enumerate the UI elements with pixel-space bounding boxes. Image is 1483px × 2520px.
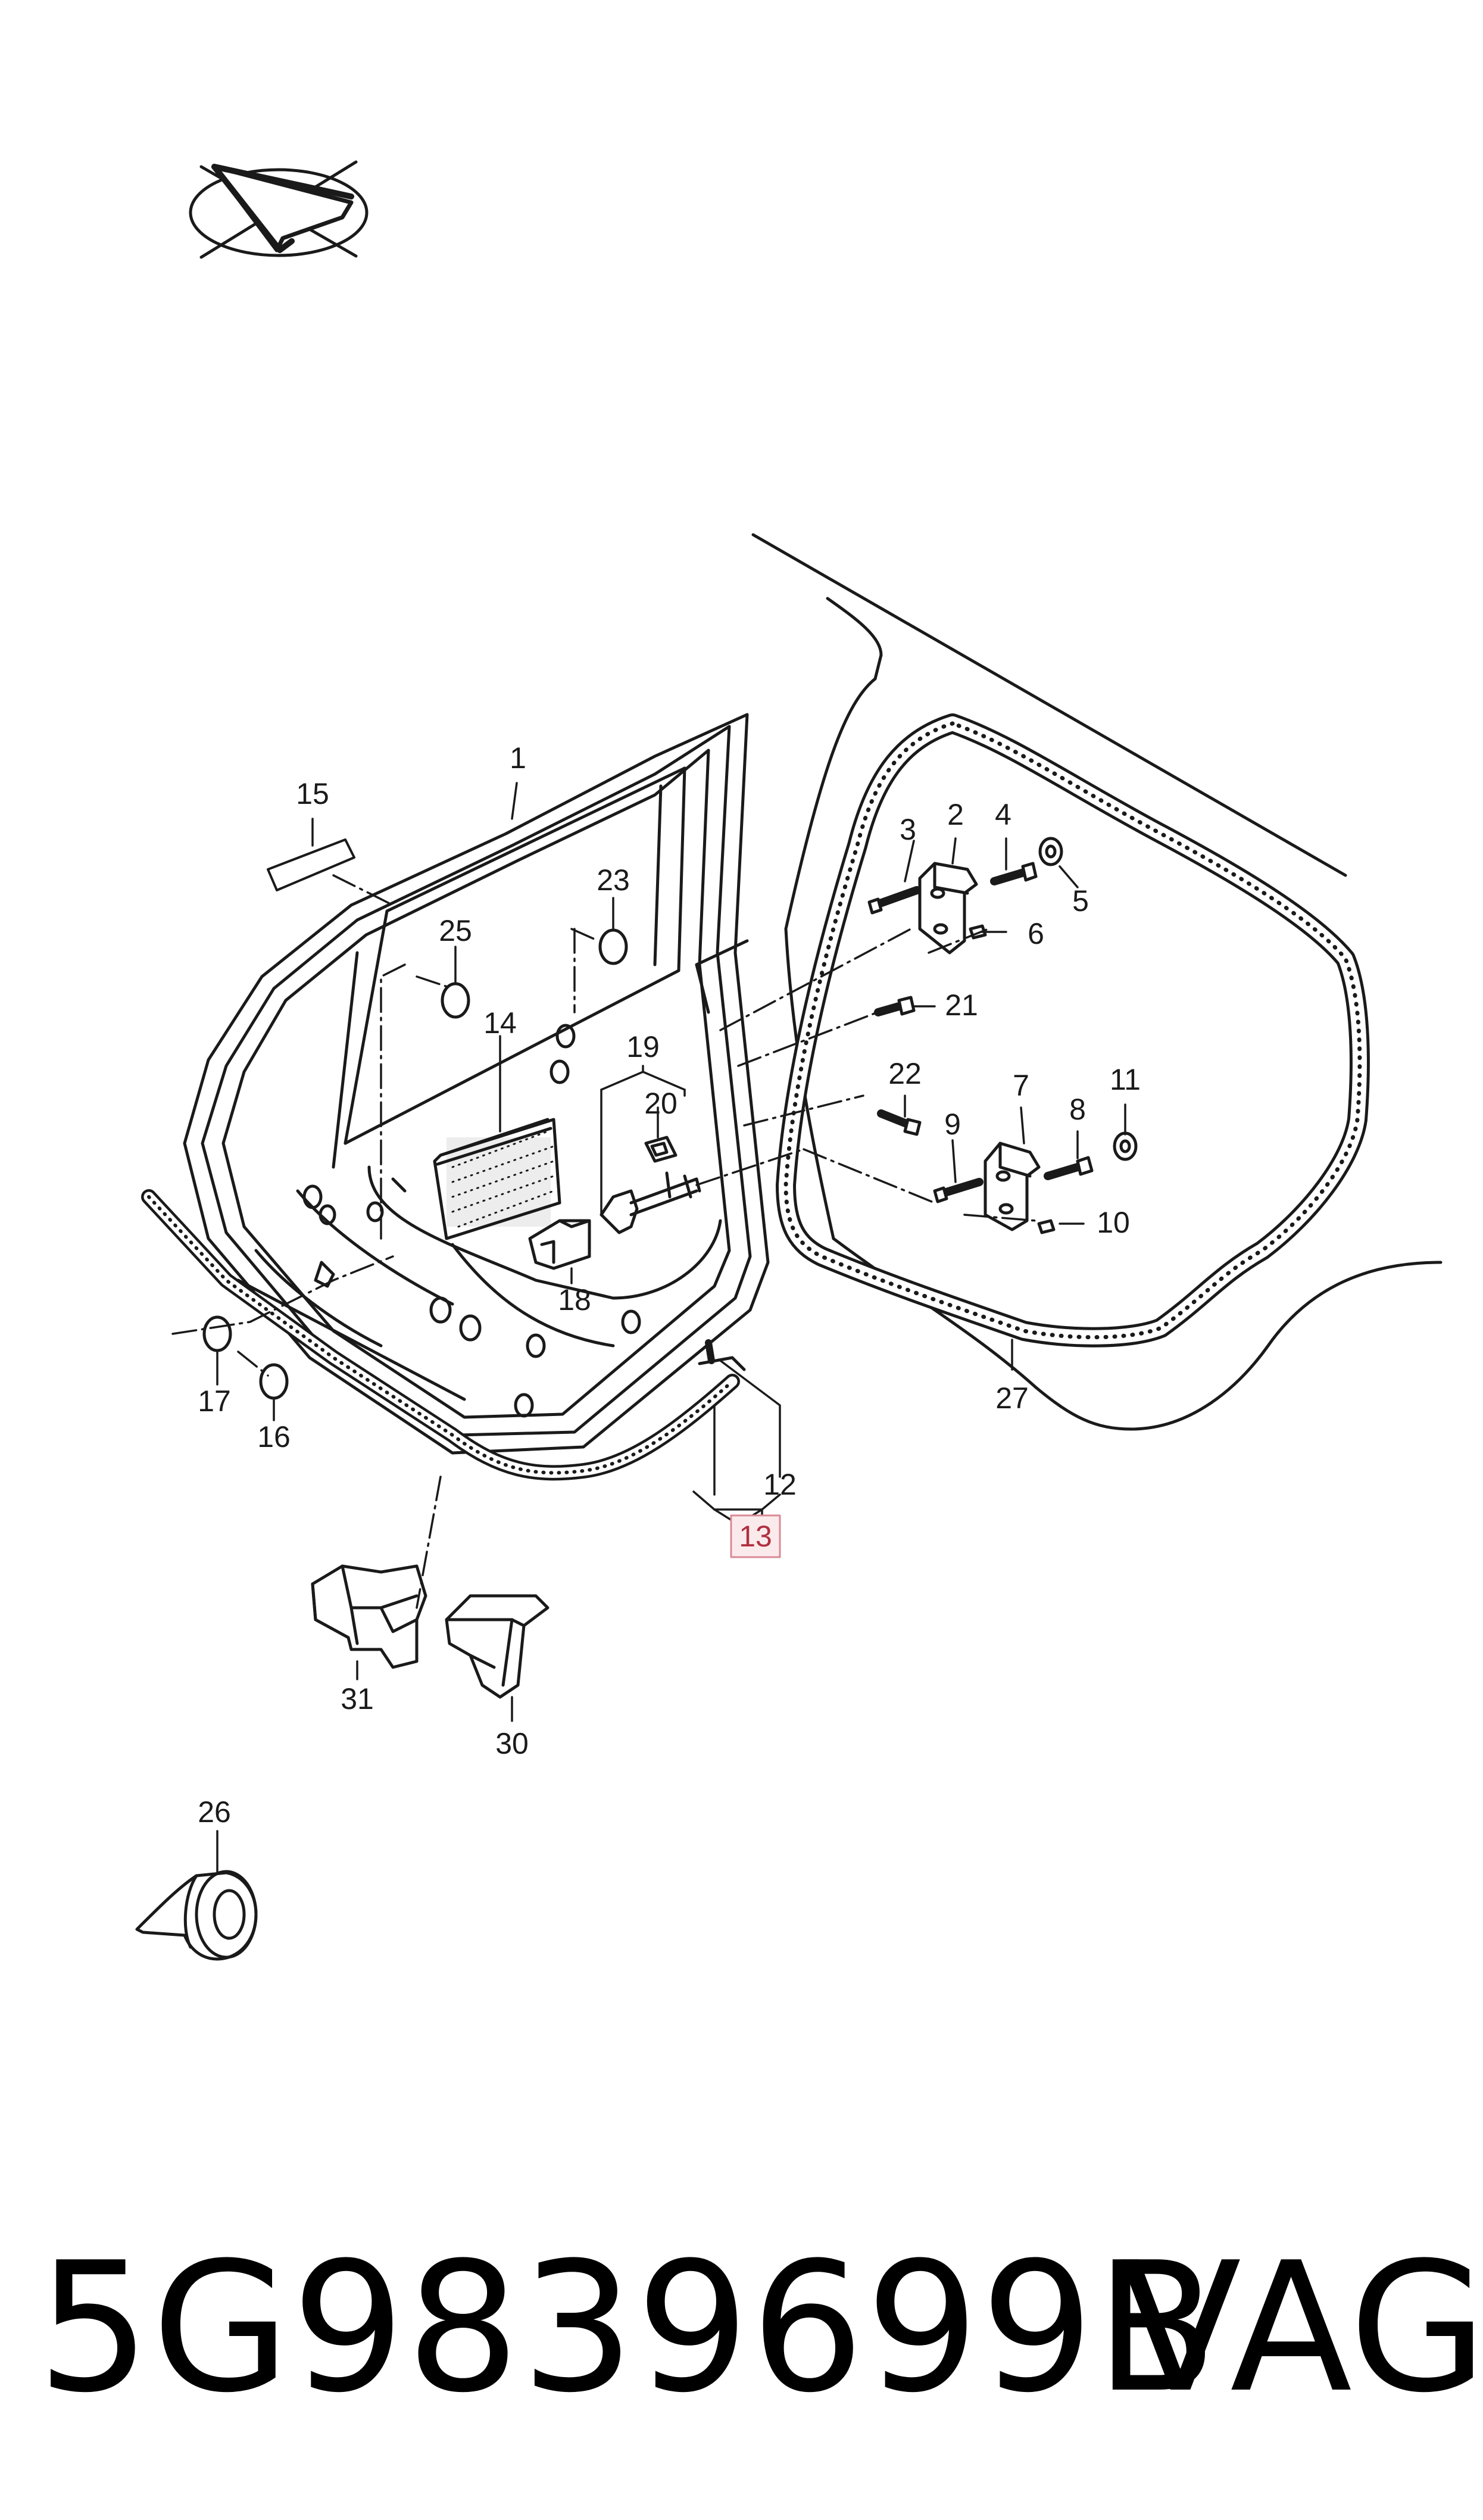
callout-7[interactable]: 7 [1013, 1069, 1029, 1102]
door-seal-lower [141, 1189, 740, 1481]
callout-13-highlight [730, 1514, 781, 1558]
door-shell-1 [183, 713, 770, 1455]
lower-hinge-assembly [933, 1131, 1138, 1234]
callout-1[interactable]: 1 [510, 741, 526, 775]
part-16-plug [259, 1363, 289, 1400]
callout-23[interactable]: 23 [597, 863, 630, 897]
leader-lines [171, 874, 1037, 1609]
part-17-plug [202, 1315, 232, 1352]
callout-9[interactable]: 9 [944, 1108, 961, 1141]
callout-21[interactable]: 21 [945, 988, 978, 1022]
callout-26[interactable]: 26 [198, 1795, 231, 1829]
callout-13[interactable]: 13 [739, 1520, 772, 1553]
part-18-clip [528, 1219, 591, 1270]
view-orientation-icon [189, 160, 369, 259]
callout-18[interactable]: 18 [558, 1283, 591, 1317]
callout-leaders [216, 782, 1126, 1874]
callout-15[interactable]: 15 [296, 777, 329, 810]
callout-27[interactable]: 27 [995, 1381, 1029, 1415]
part-19-door-check [600, 1171, 701, 1234]
callout-22[interactable]: 22 [888, 1057, 922, 1090]
part-31-cap [311, 1564, 427, 1669]
part-number-text: 5G9839699B [37, 2224, 1219, 2432]
callout-5[interactable]: 5 [1072, 884, 1089, 918]
brand-text: VAG [1119, 2224, 1483, 2432]
callout-20[interactable]: 20 [644, 1087, 678, 1120]
callout-19[interactable]: 19 [626, 1030, 660, 1063]
callout-11[interactable]: 11 [1110, 1063, 1141, 1096]
callout-2[interactable]: 2 [947, 798, 964, 831]
callout-labels: 1 2 3 4 5 6 7 8 9 10 11 12 13 14 15 16 1… [198, 741, 1141, 1829]
part-14-pad [433, 1118, 561, 1240]
upper-hinge-assembly [867, 837, 1063, 955]
part-25-plug [441, 982, 470, 1019]
callout-16[interactable]: 16 [257, 1420, 291, 1454]
car-body-outline [751, 533, 1443, 1431]
part-26-tape-roll [135, 1870, 258, 1961]
bolt-21 [874, 996, 916, 1016]
part-20-grommet [644, 1136, 678, 1163]
callout-10[interactable]: 10 [1097, 1206, 1130, 1239]
callout-3[interactable]: 3 [900, 813, 916, 846]
callout-4[interactable]: 4 [995, 798, 1011, 831]
door-seal-27 [776, 713, 1370, 1348]
callout-6[interactable]: 6 [1028, 917, 1044, 950]
callout-8[interactable]: 8 [1069, 1093, 1086, 1126]
callout-30[interactable]: 30 [495, 1727, 529, 1760]
part-12-stud [698, 1339, 746, 1371]
part-30-cap [445, 1594, 550, 1699]
part-23-plug [598, 928, 628, 965]
callout-14[interactable]: 14 [483, 1006, 517, 1040]
bolt-22 [877, 1109, 922, 1136]
part-15-label [267, 838, 355, 891]
callout-31[interactable]: 31 [341, 1682, 374, 1716]
callout-12[interactable]: 12 [763, 1468, 797, 1501]
callout-17[interactable]: 17 [198, 1384, 231, 1418]
callout-25[interactable]: 25 [439, 914, 472, 947]
